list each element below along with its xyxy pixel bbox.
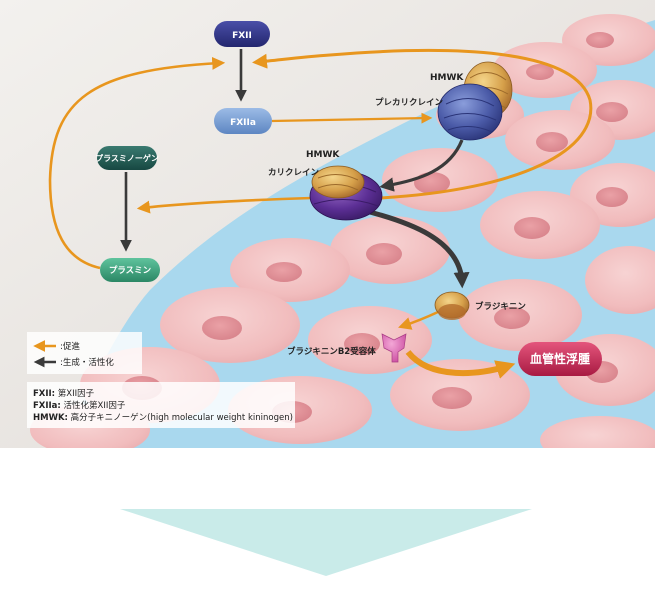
label-hmwk-mid: HMWK (306, 150, 340, 160)
arrow-promote-fxiia-to-prekallikrein (271, 112, 433, 124)
svg-text:FXIIa: FXIIa (230, 118, 256, 128)
arrow-promote-receptor-to-angioedema (405, 349, 516, 379)
legend: :促進 :生成・活性化 (27, 332, 142, 374)
arrow-promote-bradykinin-to-receptor (398, 310, 439, 330)
arrow-promote-kallikrein-to-plasminogen (136, 196, 313, 214)
arrow-generate-kallikrein-to-bradykinin (361, 207, 470, 289)
node-plasmin: プラスミン (100, 258, 160, 282)
down-arrow-indicator (120, 509, 532, 576)
svg-text:プラスミノーゲン: プラスミノーゲン (95, 153, 159, 163)
label-prekallikrein: プレカリクレイン (375, 97, 444, 108)
kallikrein-kinin-pathway-diagram: FXII FXIIa プラスミノーゲン プラスミン 血管性浮腫 HMWK プレカ… (0, 0, 655, 448)
abbr-hmwk: HMWK: 高分子キニノーゲン(high molecular weight ki… (33, 412, 293, 423)
legend-generate-label: :生成・活性化 (60, 357, 114, 368)
abbreviation-box: FXII: 第XII因子 FXIIa: 活性化第XII因子 HMWK: 高分子キ… (27, 382, 295, 428)
svg-text:プラスミン: プラスミン (109, 265, 152, 276)
node-plasminogen: プラスミノーゲン (95, 146, 159, 170)
node-angioedema: 血管性浮腫 (518, 342, 602, 376)
prekallikrein-hmwk-complex (437, 61, 513, 141)
node-fxii: FXII (214, 21, 270, 47)
arrow-promote-plasmin-to-fxii (48, 56, 226, 270)
down-arrow-shape (120, 509, 532, 576)
bradykinin-molecule (434, 291, 470, 320)
abbr-fxiia: FXIIa: 活性化第XII因子 (33, 400, 126, 411)
label-bradykinin: ブラジキニン (475, 301, 526, 312)
abbr-fxii: FXII: 第XII因子 (33, 388, 95, 399)
svg-text:FXII: FXII (232, 31, 252, 41)
label-kallikrein: カリクレイン (268, 167, 320, 178)
legend-promote-label: :促進 (60, 341, 80, 352)
label-hmwk-top: HMWK (430, 73, 464, 83)
node-fxiia: FXIIa (214, 108, 272, 134)
bradykinin-b2-receptor (381, 333, 407, 363)
arrow-promote-loop-to-fxii (252, 48, 593, 200)
arrow-generate-prekallikrein-to-kallikrein (379, 139, 464, 192)
kallikrein-hmwk-complex (309, 165, 383, 221)
label-b2-receptor: ブラジキニンB2受容体 (287, 346, 376, 357)
svg-text:血管性浮腫: 血管性浮腫 (530, 351, 590, 366)
